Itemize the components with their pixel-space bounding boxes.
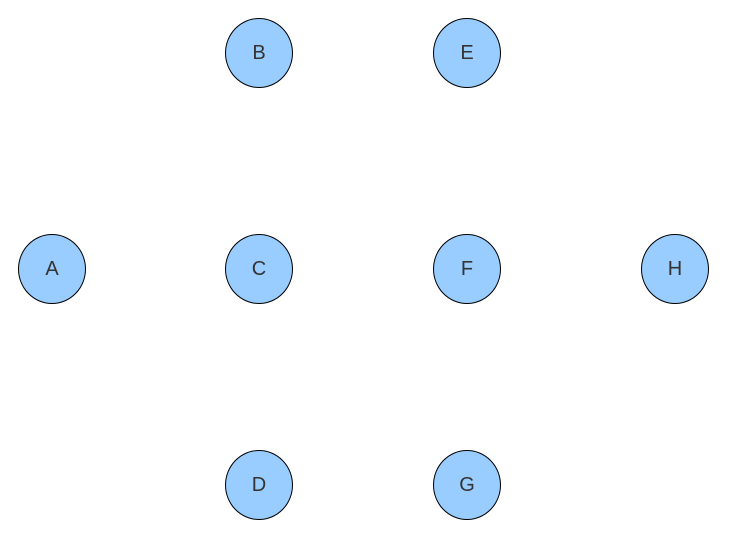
node-h-label: H — [667, 258, 683, 280]
node-e[interactable]: E — [433, 18, 501, 88]
node-c-label: C — [251, 258, 267, 280]
node-b[interactable]: B — [225, 18, 293, 88]
node-d[interactable]: D — [225, 450, 293, 520]
node-b-label: B — [252, 42, 266, 64]
node-f[interactable]: F — [433, 234, 501, 304]
node-a[interactable]: A — [18, 234, 86, 304]
node-h[interactable]: H — [641, 234, 709, 304]
node-g-label: G — [459, 474, 475, 496]
node-g[interactable]: G — [433, 450, 501, 520]
node-f-label: F — [460, 258, 474, 280]
node-c[interactable]: C — [225, 234, 293, 304]
node-d-label: D — [251, 474, 267, 496]
node-e-label: E — [460, 42, 474, 64]
node-a-label: A — [45, 258, 59, 280]
